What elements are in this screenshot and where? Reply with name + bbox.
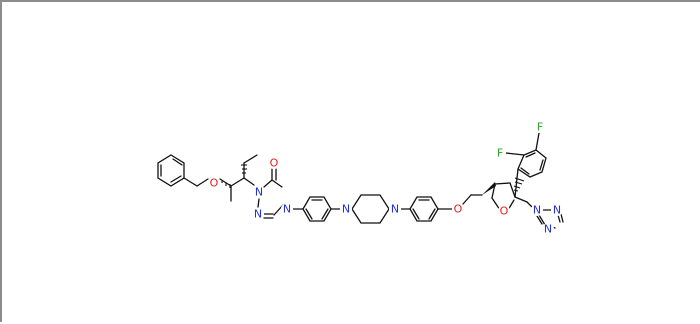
bond-ethyl-ch3 — [243, 154, 258, 164]
atom-n4-triazole: N — [544, 223, 552, 236]
bond-ch-n1 — [243, 177, 255, 186]
atom-o-thf: O — [500, 205, 509, 218]
thf-bond — [494, 182, 511, 185]
bond-benzyl-ch2 — [183, 177, 198, 187]
bond-aryl-f-para — [535, 132, 540, 151]
atom-n2-triazolone: N — [254, 208, 262, 221]
bond-o-ch — [219, 178, 232, 187]
phenyl-double-bond — [520, 167, 530, 175]
atom-f-para: F — [537, 121, 543, 134]
atom-n1-piperazine: N — [342, 203, 350, 216]
phenyl-double-bond — [525, 152, 536, 158]
bond-c-ch2-triazole — [514, 196, 528, 203]
phenyl-double-bond — [539, 159, 544, 171]
atom-labels: O O N N N N N O O F F N N N — [208, 121, 563, 236]
bond-c5-n4 — [271, 179, 283, 188]
triazole-bond — [560, 213, 564, 223]
thf-bond-o — [491, 197, 501, 211]
atom-o-carbonyl: O — [270, 157, 279, 170]
bond-ch2-n1 — [526, 201, 533, 208]
bonds — [157, 132, 564, 229]
phenyl-double-bond — [428, 208, 436, 220]
bond-c-aryl — [514, 168, 519, 198]
bond-o-ch2 — [462, 194, 472, 205]
bond-ch2-o — [196, 178, 209, 187]
atom-n1-triazole: N — [533, 204, 541, 217]
atom-o-ether: O — [210, 177, 219, 190]
bond-n1-c5 — [263, 179, 273, 188]
atom-f-ortho: F — [497, 147, 503, 160]
piperazine-ring — [351, 194, 390, 224]
atom-o-aryl-ether: O — [454, 203, 463, 216]
thf-bond — [491, 183, 496, 199]
atom-n4-piperazine: N — [391, 203, 399, 216]
phenyl-double-bond — [305, 208, 313, 220]
phenyl-double-bond — [412, 208, 420, 220]
phenyl-ring-benzyl — [157, 154, 185, 187]
atom-n4-triazolone: N — [283, 203, 291, 216]
phenyl-double-bond — [172, 158, 183, 166]
triazole-double — [557, 214, 561, 223]
triazole-double — [536, 215, 543, 225]
hashed-bond-ch-o — [221, 181, 231, 188]
thf-bond — [509, 182, 516, 198]
triazole-bond — [538, 214, 546, 226]
bond-n1-n2 — [257, 198, 260, 208]
phenyl-double-bond — [170, 175, 182, 183]
atom-n2-triazole: N — [553, 204, 561, 217]
bond-aryl-f-ortho — [505, 152, 525, 156]
atom-n1-triazolone: N — [255, 186, 263, 199]
wedge-bond-thf-ch2 — [482, 182, 496, 195]
bond-ch-ch — [230, 177, 245, 187]
phenyl-double-bond — [321, 208, 329, 220]
